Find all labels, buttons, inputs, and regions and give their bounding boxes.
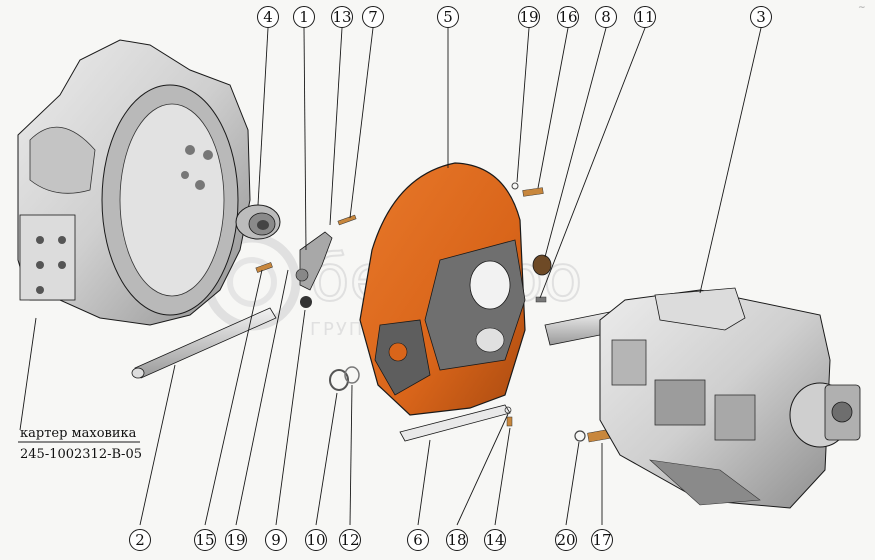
callout-19-top: 19 (518, 6, 540, 28)
callout-6: 6 (407, 529, 429, 551)
callout-number: 19 (226, 531, 245, 549)
callout-4: 4 (257, 6, 279, 28)
callout-number: 8 (601, 8, 611, 26)
flywheel-housing-part (17, 39, 251, 326)
leader-lines (19, 27, 762, 526)
callout-9: 9 (265, 529, 287, 551)
callout-2: 2 (129, 529, 151, 551)
callout-number: 13 (332, 8, 351, 26)
callout-10: 10 (305, 529, 327, 551)
callout-number: 20 (556, 531, 575, 549)
callout-number: 5 (443, 8, 453, 26)
callout-number: 6 (413, 531, 423, 549)
release-fork-part (255, 214, 360, 391)
callout-number: 1 (299, 8, 309, 26)
gearbox-part (544, 287, 861, 509)
callout-number: 7 (368, 8, 378, 26)
small-fasteners-part (511, 182, 613, 443)
callout-number: 9 (271, 531, 281, 549)
callouts-bottom: 2 15 19 9 10 12 6 18 14 20 17 (129, 529, 613, 551)
callout-17: 17 (591, 529, 613, 551)
callout-number: 15 (195, 531, 214, 549)
callout-19-bottom: 19 (225, 529, 247, 551)
callout-number: 19 (519, 8, 538, 26)
callout-7: 7 (362, 6, 384, 28)
callout-11: 11 (634, 6, 656, 28)
release-bearing-part (235, 204, 281, 240)
callout-number: 18 (447, 531, 466, 549)
orange-housing-part (359, 162, 526, 442)
callout-number: 14 (485, 531, 504, 549)
callout-5: 5 (437, 6, 459, 28)
callouts-top: 4 1 13 7 5 19 16 8 11 3 (257, 6, 772, 28)
callout-1: 1 (293, 6, 315, 28)
callout-12: 12 (339, 529, 361, 551)
callout-13: 13 (331, 6, 353, 28)
callout-20: 20 (555, 529, 577, 551)
callout-number: 17 (592, 531, 611, 549)
part-name: картер маховика (20, 426, 137, 441)
shaft-part (131, 307, 277, 379)
callout-number: 12 (340, 531, 359, 549)
part-code: 245-1002312-В-05 (20, 447, 142, 462)
callout-16: 16 (557, 6, 579, 28)
callout-8: 8 (595, 6, 617, 28)
callout-number: 3 (756, 8, 766, 26)
part-label: картер маховика 245-1002312-В-05 (18, 426, 142, 462)
callout-number: 16 (558, 8, 577, 26)
callout-3: 3 (750, 6, 772, 28)
corner-mark: ~ (858, 3, 866, 13)
callout-number: 10 (306, 531, 325, 549)
callout-number: 4 (263, 8, 273, 26)
callout-number: 2 (135, 531, 145, 549)
callout-14: 14 (484, 529, 506, 551)
callout-15: 15 (194, 529, 216, 551)
callout-18: 18 (446, 529, 468, 551)
callout-number: 11 (635, 8, 654, 26)
